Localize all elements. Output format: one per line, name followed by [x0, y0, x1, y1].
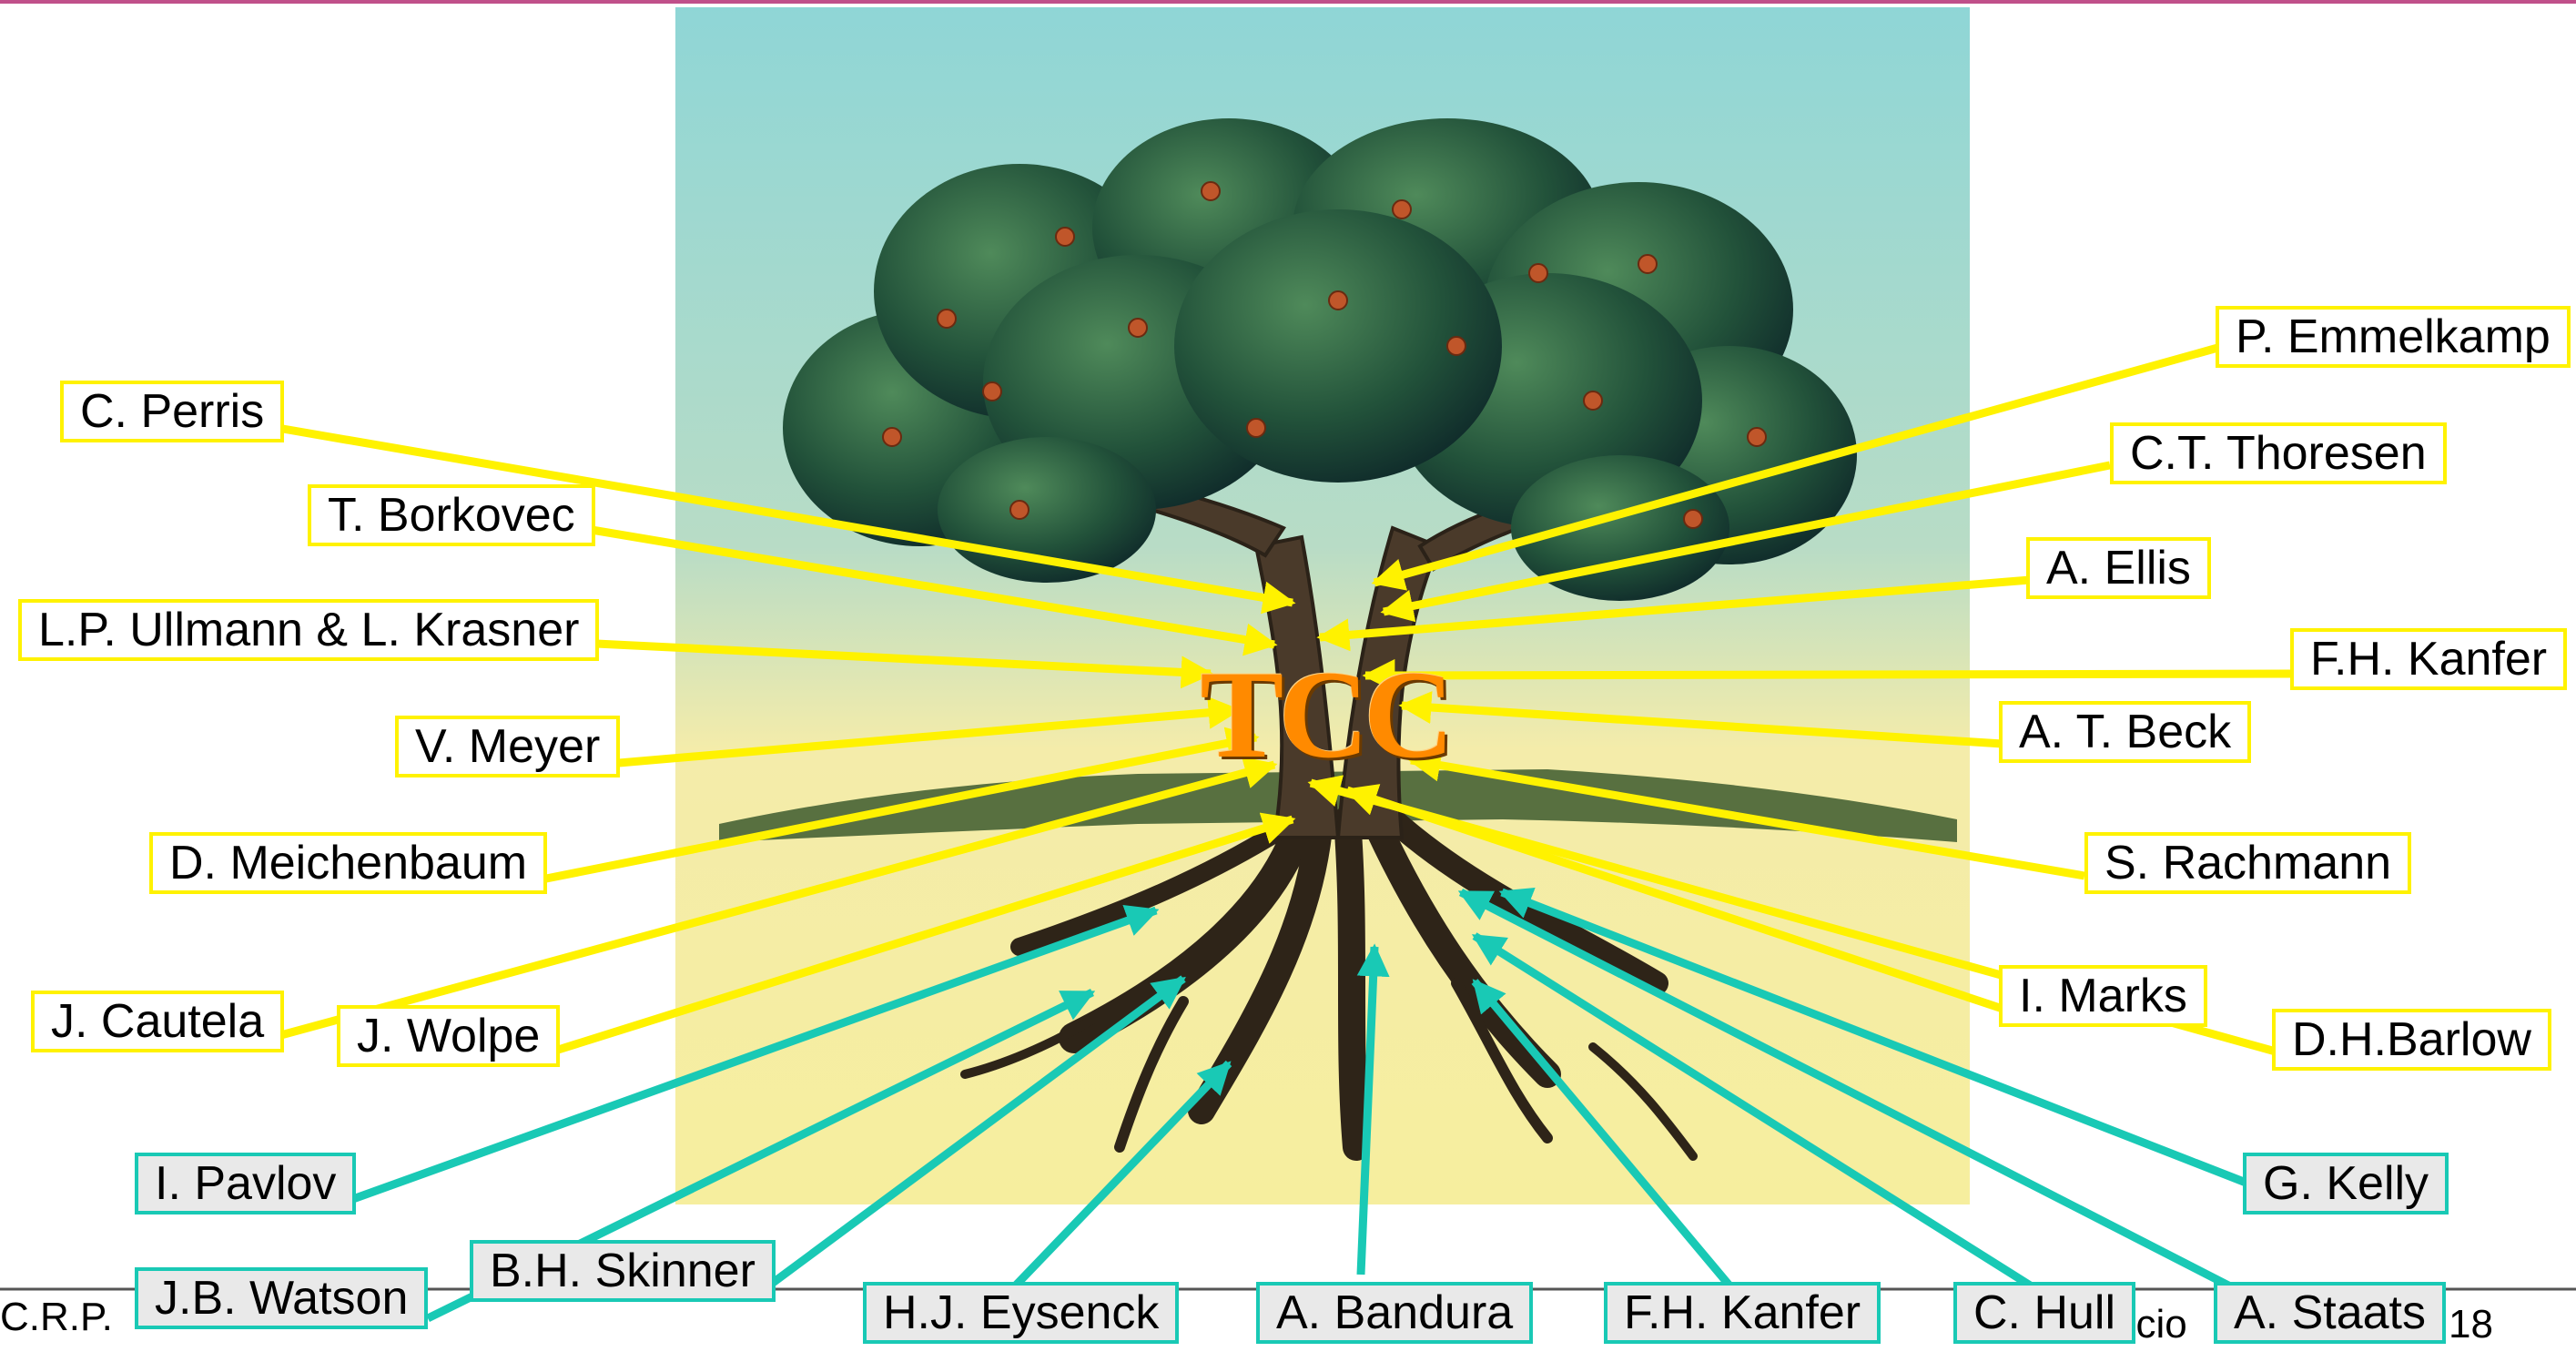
label-perris: C. Perris — [60, 381, 284, 442]
label-ullmann: L.P. Ullmann & L. Krasner — [18, 599, 599, 661]
label-staats: A. Staats — [2214, 1282, 2446, 1344]
label-emmelkamp: P. Emmelkamp — [2216, 306, 2571, 368]
label-wolpe: J. Wolpe — [337, 1005, 560, 1067]
label-kanfer-bottom: F.H. Kanfer — [1604, 1282, 1881, 1344]
label-rachmann: S. Rachmann — [2084, 832, 2411, 894]
label-watson: J.B. Watson — [135, 1267, 428, 1329]
label-hull: C. Hull — [1953, 1282, 2135, 1344]
label-marks: I. Marks — [1999, 965, 2207, 1027]
connector-kanfer-top — [1365, 674, 2294, 676]
label-skinner: B.H. Skinner — [470, 1240, 776, 1302]
label-kelly: G. Kelly — [2243, 1153, 2449, 1214]
label-borkovec: T. Borkovec — [308, 484, 595, 546]
label-meichenbaum: D. Meichenbaum — [149, 832, 547, 894]
label-cautela: J. Cautela — [31, 991, 284, 1052]
page-number: 18 — [2449, 1302, 2493, 1347]
footer-left-text: C.R.P. — [0, 1295, 113, 1340]
tcc-center-label: TCC — [1174, 646, 1475, 783]
label-eysenck: H.J. Eysenck — [863, 1282, 1179, 1344]
label-thoresen: C.T. Thoresen — [2110, 422, 2447, 484]
label-ellis: A. Ellis — [2026, 537, 2211, 599]
label-barlow: D.H.Barlow — [2272, 1009, 2551, 1071]
label-beck: A. T. Beck — [1999, 701, 2251, 763]
label-pavlov: I. Pavlov — [135, 1153, 356, 1214]
label-kanfer-top: F.H. Kanfer — [2290, 628, 2567, 690]
label-meyer: V. Meyer — [395, 716, 620, 777]
label-bandura: A. Bandura — [1256, 1282, 1533, 1344]
